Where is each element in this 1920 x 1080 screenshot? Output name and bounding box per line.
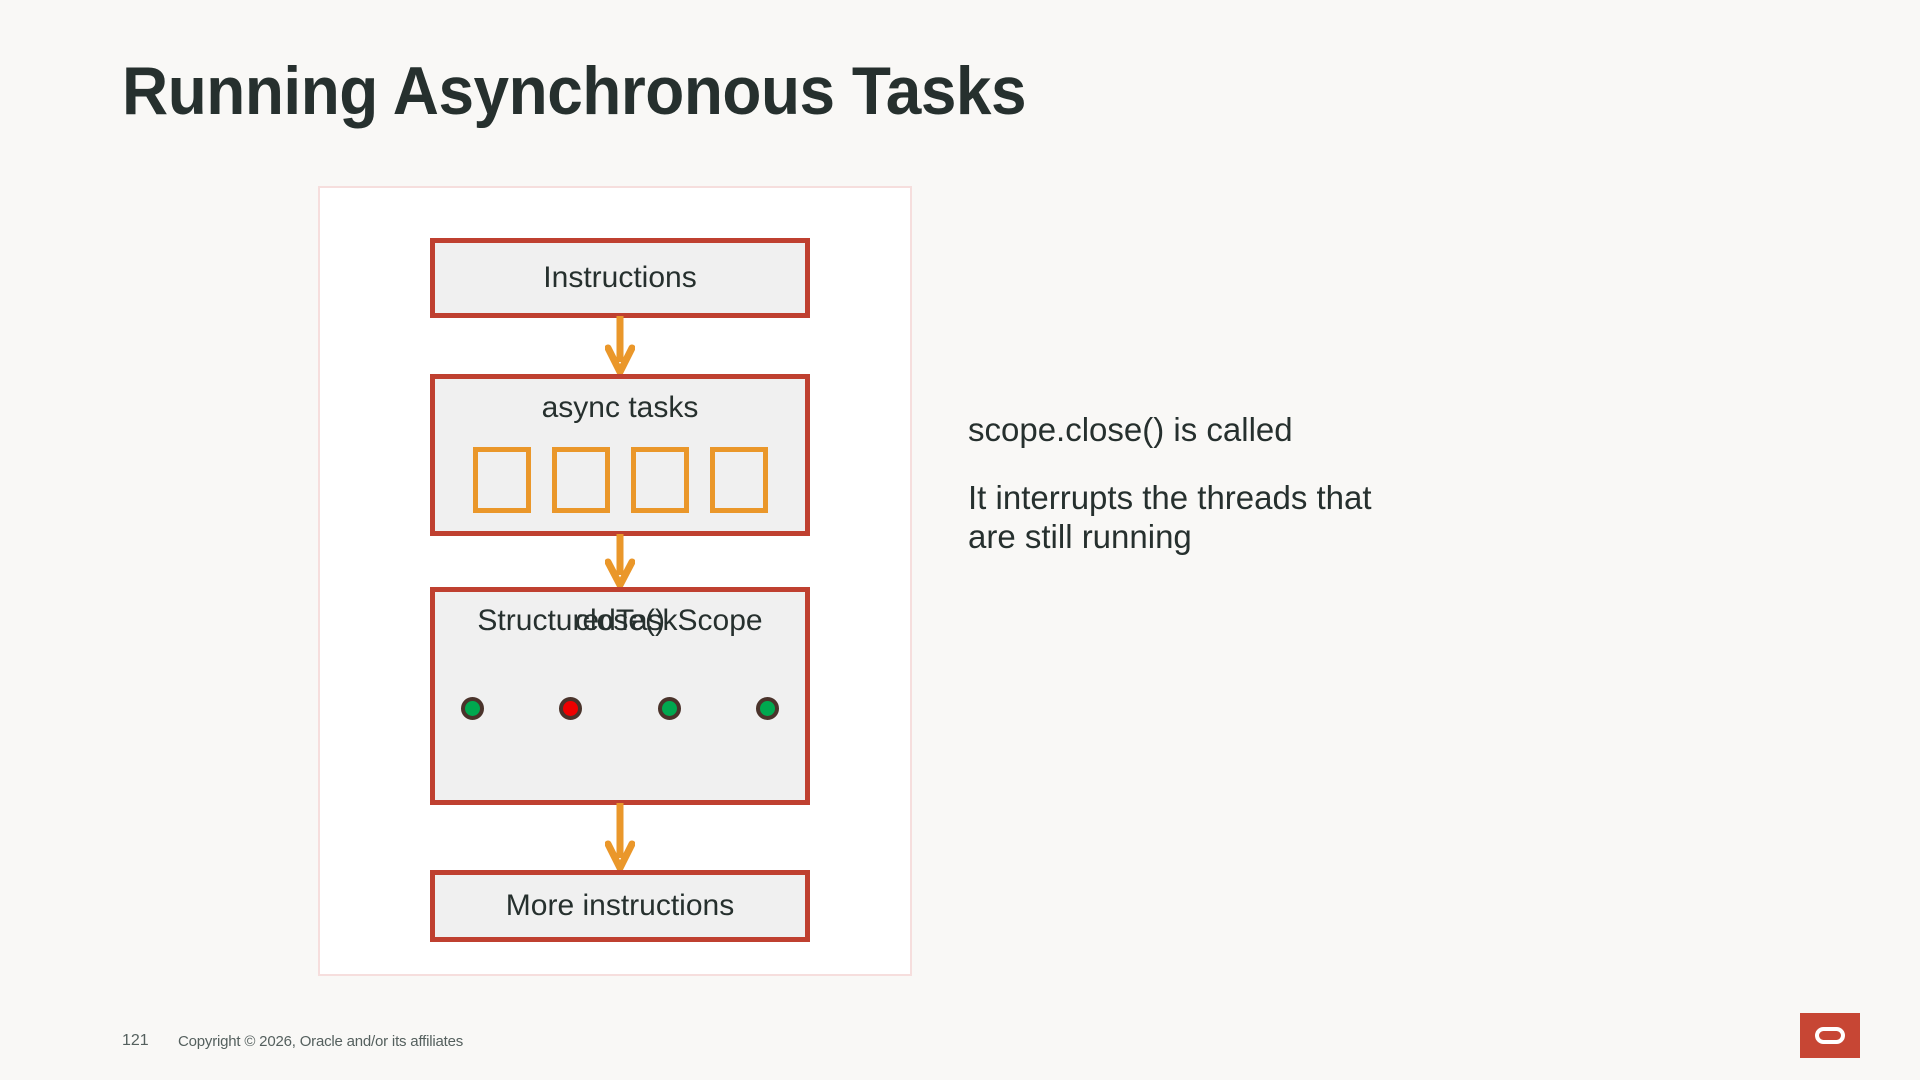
task-square [709, 447, 768, 513]
thread-dot-group [461, 697, 779, 720]
diagram-box-structured-task-scope-label: StructuredTaskScope [477, 604, 763, 637]
footer-page-number: 121 [122, 1032, 149, 1049]
task-square [551, 447, 610, 513]
diagram-box-instructions-label: Instructions [543, 261, 697, 294]
oracle-o-icon [1815, 1027, 1845, 1044]
footer-copyright: Copyright © 2026, Oracle and/or its affi… [178, 1033, 464, 1050]
diagram-box-more-instructions: More instructions [430, 870, 810, 942]
arrow-down-icon-3 [605, 803, 635, 872]
task-square [630, 447, 689, 513]
task-square [472, 447, 531, 513]
bullet-list: scope.close() is called It interrupts th… [968, 410, 1388, 557]
diagram-box-close-label: close() [574, 604, 665, 637]
task-square-group [435, 447, 805, 513]
thread-dot-running-1 [461, 697, 484, 720]
diagram-box-instructions: Instructions [430, 238, 810, 318]
diagram-box-async-tasks-label: async tasks [541, 391, 699, 424]
oracle-logo [1800, 1013, 1860, 1058]
diagram-frame: Instructions async tasks StructuredTaskS… [318, 186, 912, 976]
thread-dot-running-4 [755, 697, 779, 720]
diagram-box-more-instructions-label: More instructions [505, 889, 735, 922]
diagram-box-async-tasks: async tasks [430, 374, 810, 536]
page-title: Running Asynchronous Tasks [122, 53, 1027, 129]
arrow-down-icon-2 [605, 534, 635, 589]
arrow-down-icon-1 [605, 316, 635, 376]
bullet-item-2: It interrupts the threads that are still… [968, 478, 1372, 556]
thread-dot-running-3 [657, 697, 681, 720]
diagram-box-structured-task-scope: StructuredTaskScope close() [430, 587, 810, 805]
bullet-item-1: scope.close() is called [968, 411, 1293, 448]
thread-dot-failed-2 [559, 697, 583, 720]
